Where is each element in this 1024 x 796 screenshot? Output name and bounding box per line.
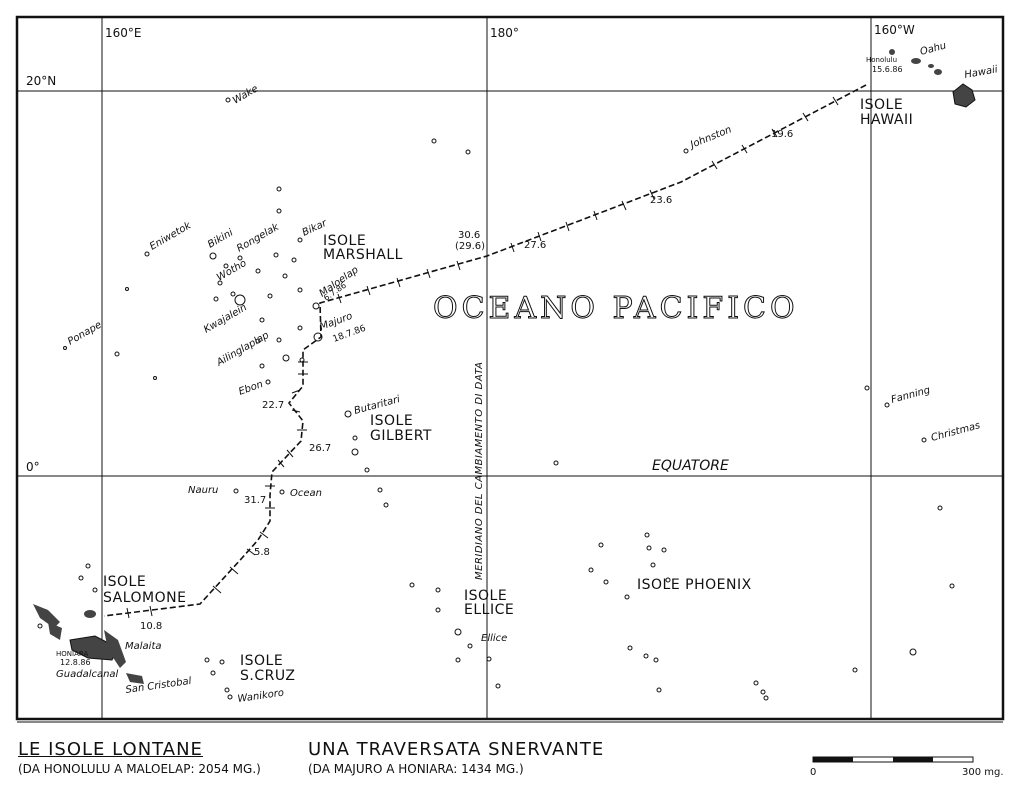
scale-start-label: 0 <box>810 767 816 778</box>
island-ocean: Ocean <box>290 488 322 499</box>
lon-label-180: 180° <box>490 26 519 40</box>
island-fanning: Fanning <box>890 385 932 406</box>
map-frame <box>15 15 1005 721</box>
route-label-23-6: 23.6 <box>650 195 672 206</box>
solomon-mid-shape <box>48 622 62 640</box>
malaita-island-shape <box>104 630 126 668</box>
lon-label-160w: 160°W <box>874 23 915 37</box>
route-line <box>103 84 867 617</box>
caption-left-title: LE ISOLE LONTANE <box>18 739 203 760</box>
group-marshall-line2: MARSHALL <box>323 247 403 263</box>
island-guadalcanal: Guadalcanal <box>56 669 119 680</box>
island-ailinglaplap: Ailinglaplap <box>214 330 271 369</box>
island-rongelak: Rongelak <box>235 221 282 254</box>
island-honolulu: Honolulu <box>866 56 897 64</box>
molokai-island-shape <box>928 64 934 68</box>
island-honiara: HONIARA <box>56 650 88 658</box>
route-ticks <box>126 96 839 619</box>
route-label-27-6: 27.6 <box>524 240 546 251</box>
group-marshall-line1: ISOLE <box>323 233 366 249</box>
island-ponape: Ponape <box>66 320 104 348</box>
equator-label: EQUATORE <box>652 458 729 474</box>
route-label-honiara-date: 12.8.86 <box>60 658 91 667</box>
island-bikini: Bikini <box>206 227 235 250</box>
island-eniwetok: Eniwetok <box>148 220 194 253</box>
group-hawaii-line1: ISOLE <box>860 97 903 113</box>
island-johnston: Johnston <box>687 124 733 151</box>
route-label-26-7: 26.7 <box>309 443 331 454</box>
island-nauru: Nauru <box>188 485 218 496</box>
solomon-north-shape <box>33 604 60 628</box>
route-label-31-7: 31.7 <box>244 495 266 506</box>
group-ellice-line2: ELLICE <box>464 602 514 618</box>
route-label-honolulu-date: 15.6.86 <box>872 65 903 74</box>
ocean-label: OCEANO PACIFICO <box>433 291 799 326</box>
route-label-19-6: 19.6 <box>771 129 793 140</box>
maui-island-shape <box>934 69 942 75</box>
group-scruz-line1: ISOLE <box>240 653 283 669</box>
caption-right-title: UNA TRAVERSATA SNERVANTE <box>308 739 605 760</box>
lat-label-20n: 20°N <box>26 74 56 88</box>
dateline-label: MERIDIANO DEL CAMBIAMENTO DI DATA <box>474 362 485 581</box>
route-label-30-6: 30.6 <box>458 230 480 241</box>
guadalcanal-island-shape <box>69 635 119 661</box>
atolls <box>37 97 955 701</box>
scale-end-label: 300 mg. <box>962 767 1004 778</box>
group-ellice-line1: ISOLE <box>464 588 507 604</box>
route-label-5-8: 5.8 <box>254 547 270 558</box>
island-oahu: Oahu <box>919 40 948 58</box>
lat-label-0: 0° <box>26 460 40 474</box>
route-label-22-7: 22.7 <box>262 400 284 411</box>
lon-label-160e: 160°E <box>105 26 142 40</box>
group-salomone-line2: SALOMONE <box>103 590 186 606</box>
island-wake: Wake <box>231 83 260 106</box>
group-hawaii-line2: HAWAII <box>860 112 913 128</box>
scale-bar <box>812 756 974 763</box>
kauai-island-shape <box>889 49 895 55</box>
group-scruz-line2: S.CRUZ <box>240 668 295 684</box>
group-salomone-line1: ISOLE <box>103 574 146 590</box>
island-malaita: Malaita <box>125 641 162 652</box>
island-ebon: Ebon <box>237 379 264 398</box>
san-cristobal-shape <box>126 673 144 684</box>
island-wanikoro: Wanikoro <box>237 688 285 705</box>
route-label-10-8: 10.8 <box>140 621 162 632</box>
group-gilbert-line1: ISOLE <box>370 413 413 429</box>
hawaii-island-shape <box>952 83 976 108</box>
route-label-29-6: (29.6) <box>455 241 485 252</box>
caption-right-subtitle: (DA MAJURO A HONIARA: 1434 MG.) <box>308 762 524 776</box>
island-kwajalein: Kwajalein <box>202 302 249 335</box>
group-phoenix: ISOLE PHOENIX <box>637 577 752 593</box>
island-wotho: Wotho <box>215 258 249 284</box>
solomon-islet-shape <box>84 610 96 618</box>
caption-left-subtitle: (DA HONOLULU A MALOELAP: 2054 MG.) <box>18 762 261 776</box>
group-gilbert-line2: GILBERT <box>370 428 432 444</box>
island-hawaii: Hawaii <box>964 64 999 81</box>
oahu-island-shape <box>911 58 921 64</box>
island-ellice: Ellice <box>481 633 507 644</box>
island-christmas: Christmas <box>930 420 982 444</box>
